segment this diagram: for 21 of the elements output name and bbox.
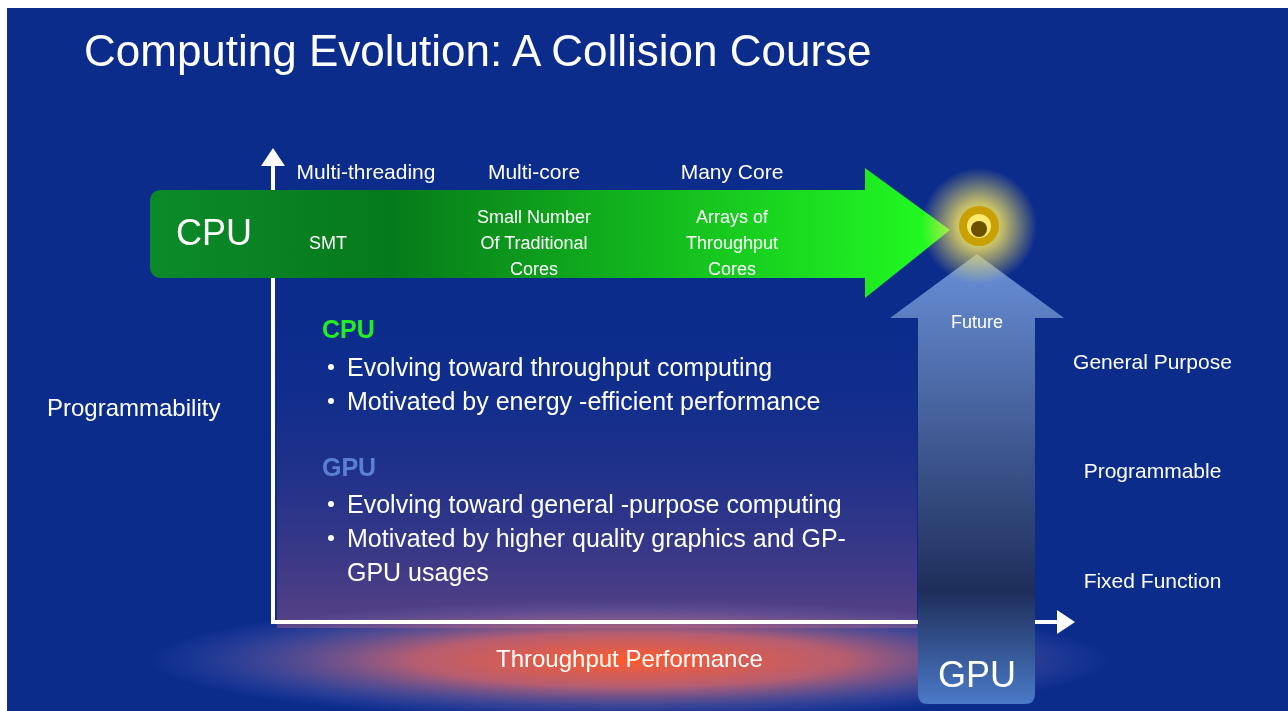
stage-heading: Multi-threading — [295, 160, 437, 184]
section-heading: CPU — [322, 315, 375, 344]
cpu-label: CPU — [176, 212, 252, 254]
section-heading: GPU — [322, 453, 377, 482]
slide-title: Computing Evolution: A Collision Course — [84, 26, 872, 76]
stage-label: Future — [950, 312, 1004, 333]
bullet-text: Motivated by higher quality graphics and GP-GPU usages — [322, 521, 862, 589]
axis-label: Throughput Performance — [496, 645, 763, 673]
stage-heading: Many Core — [679, 160, 785, 184]
stage-description: Arrays of Throughput Cores — [684, 206, 780, 281]
gpu-label: GPU — [937, 654, 1017, 696]
bullet-text: Motivated by energy -efficient performance — [322, 384, 882, 418]
stage-heading: Multi-core — [486, 160, 582, 184]
stage-heading: Fixed Function — [1082, 569, 1223, 593]
axis-label: Programmability — [47, 394, 221, 422]
stage-heading: Programmable — [1082, 459, 1223, 483]
stage-description: SMT — [308, 232, 348, 255]
stage-description: Small Number Of Traditional Cores — [476, 206, 592, 281]
bullet-text: Evolving toward general -purpose computing — [322, 487, 882, 521]
bullet-text: Evolving toward throughput computing — [322, 350, 882, 384]
stage-heading: General Purpose — [1072, 350, 1233, 374]
